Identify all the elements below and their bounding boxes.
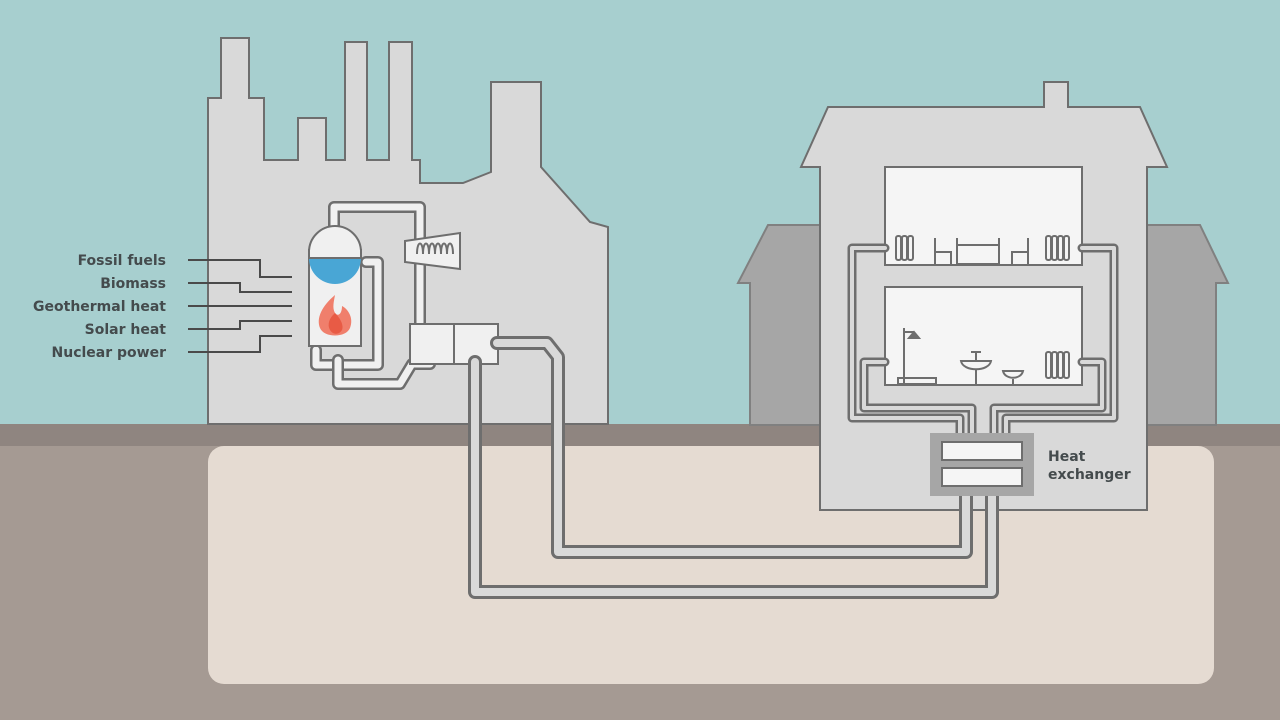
house-heating-pipes bbox=[847, 243, 1119, 445]
radiators bbox=[895, 235, 1070, 379]
turbine bbox=[404, 231, 461, 271]
flame-icon bbox=[318, 295, 352, 336]
turbine-coil bbox=[416, 242, 454, 255]
bed-icon bbox=[956, 238, 1000, 265]
source-label-geothermal-heat: Geothermal heat bbox=[33, 299, 166, 315]
heat-exchanger-label-line-2: exchanger bbox=[1048, 467, 1131, 483]
bathroom-furniture bbox=[897, 328, 1025, 385]
source-label-solar-heat: Solar heat bbox=[85, 322, 167, 338]
boiler bbox=[308, 225, 362, 347]
sink-icon bbox=[959, 351, 993, 384]
plant-heat-exchanger bbox=[409, 323, 499, 365]
toilet-icon bbox=[1001, 370, 1025, 384]
source-label-nuclear-power: Nuclear power bbox=[52, 345, 167, 361]
heat-exchanger-label-line-1: Heat bbox=[1048, 449, 1086, 465]
boiler-water bbox=[309, 258, 361, 284]
radiator-icon bbox=[895, 235, 914, 261]
energy-source-lines bbox=[188, 259, 292, 353]
source-label-fossil-fuels: Fossil fuels bbox=[78, 253, 166, 269]
district-heating-pipes bbox=[468, 336, 999, 599]
source-label-biomass: Biomass bbox=[100, 276, 166, 292]
house-heat-exchanger bbox=[930, 433, 1034, 496]
heat-exchanger-label: Heat exchanger bbox=[1048, 449, 1131, 483]
chair-icon bbox=[1011, 238, 1029, 264]
energy-source-labels: Fossil fuels Biomass Geothermal heat Sol… bbox=[33, 253, 166, 361]
chair-icon bbox=[934, 238, 952, 264]
bedroom-furniture bbox=[934, 238, 1029, 265]
radiator-icon bbox=[1045, 235, 1070, 261]
shower-icon bbox=[897, 328, 937, 385]
radiator-icon bbox=[1045, 351, 1070, 379]
